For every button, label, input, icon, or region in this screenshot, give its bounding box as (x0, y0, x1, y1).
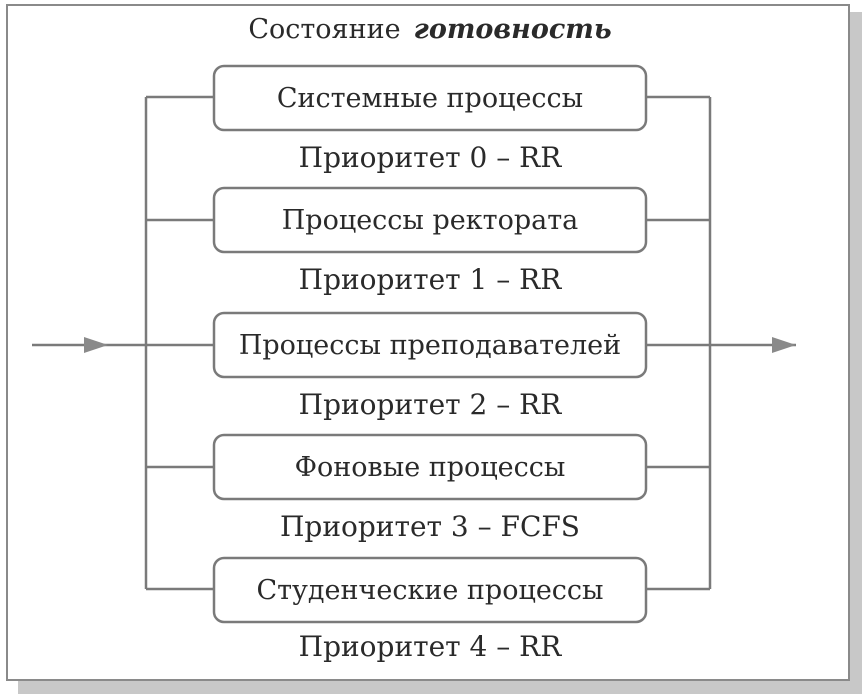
queue-name: Системные процессы (277, 83, 583, 114)
queue-priority: Приоритет 2 – RR (299, 388, 563, 421)
diagram-title: Состояние готовность (248, 14, 611, 45)
title-prefix: Состояние (248, 14, 400, 45)
queue-background: Фоновые процессы Приоритет 3 – FCFS (146, 433, 710, 543)
queue-priority: Приоритет 4 – RR (299, 630, 563, 663)
queue-name: Процессы преподавателей (239, 330, 621, 361)
queue-box (212, 433, 648, 501)
title-emphasis: готовность (414, 14, 612, 45)
queue-priority: Приоритет 3 – FCFS (280, 510, 580, 543)
entry-arrowhead (84, 337, 108, 353)
queue-name: Фоновые процессы (295, 452, 566, 483)
queue-rectorate: Процессы ректората Приоритет 1 – RR (146, 186, 710, 296)
queue-box (212, 311, 648, 379)
queue-box (212, 186, 648, 254)
queue-box (212, 64, 648, 132)
exit-arrowhead (772, 337, 796, 353)
queue-teachers: Процессы преподавателей Приоритет 2 – RR (146, 311, 710, 421)
queue-box (212, 556, 648, 624)
queue-name: Студенческие процессы (256, 575, 603, 606)
queue-system: Системные процессы Приоритет 0 – RR (146, 64, 710, 174)
queue-priority: Приоритет 1 – RR (299, 263, 563, 296)
queue-priority: Приоритет 0 – RR (299, 141, 563, 174)
queue-name: Процессы ректората (282, 205, 579, 236)
queue-students: Студенческие процессы Приоритет 4 – RR (146, 556, 710, 663)
